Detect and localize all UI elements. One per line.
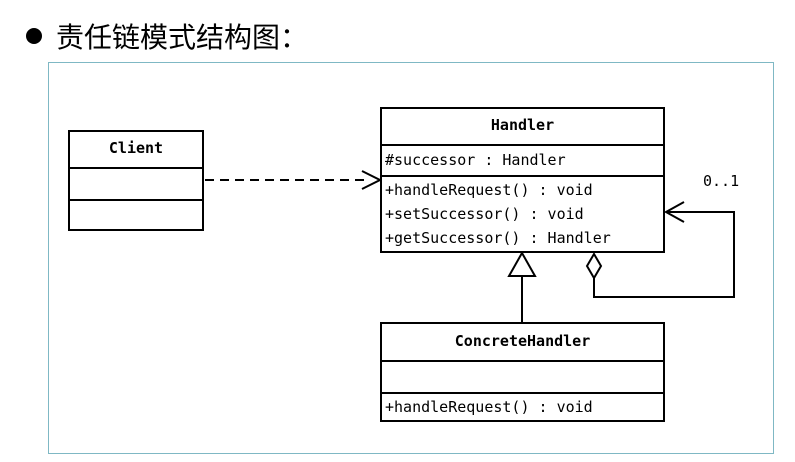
handler-attributes-compartment: #successor : Handler xyxy=(382,144,663,175)
concrete-handler-operation: +handleRequest() : void xyxy=(385,398,593,416)
bullet-icon xyxy=(26,28,42,44)
concrete-handler-class-name: ConcreteHandler xyxy=(454,332,591,350)
generalization-triangle xyxy=(507,250,537,277)
multiplicity-label: 0..1 xyxy=(703,172,739,190)
client-operations-compartment xyxy=(70,199,202,229)
concrete-handler-operations-compartment: +handleRequest() : void xyxy=(382,392,663,419)
diagram-frame xyxy=(48,62,774,454)
client-class-name: Client xyxy=(108,139,164,157)
dependency-arrowhead xyxy=(361,170,383,190)
handler-class-name: Handler xyxy=(490,116,555,134)
handler-class[interactable]: Handler #successor : Handler +handleRequ… xyxy=(380,107,665,253)
concrete-handler-class[interactable]: ConcreteHandler +handleRequest() : void xyxy=(380,322,665,422)
aggregation-line xyxy=(593,211,735,298)
handler-operation: +setSuccessor() : void xyxy=(385,205,584,223)
handler-operations-compartment: +handleRequest() : void +setSuccessor() … xyxy=(382,175,663,250)
handler-operation: +getSuccessor() : Handler xyxy=(385,229,611,247)
heading-title: 责任链模式结构图： xyxy=(56,21,309,54)
diagram-heading: 责任链模式结构图： xyxy=(26,16,308,56)
aggregation-arrowhead xyxy=(663,201,685,223)
client-class[interactable]: Client xyxy=(68,130,204,231)
concrete-handler-attributes-compartment xyxy=(382,360,663,392)
aggregation-diamond xyxy=(585,252,603,280)
handler-operation: +handleRequest() : void xyxy=(385,181,593,199)
client-attributes-compartment xyxy=(70,167,202,199)
handler-attribute: #successor : Handler xyxy=(385,151,566,169)
